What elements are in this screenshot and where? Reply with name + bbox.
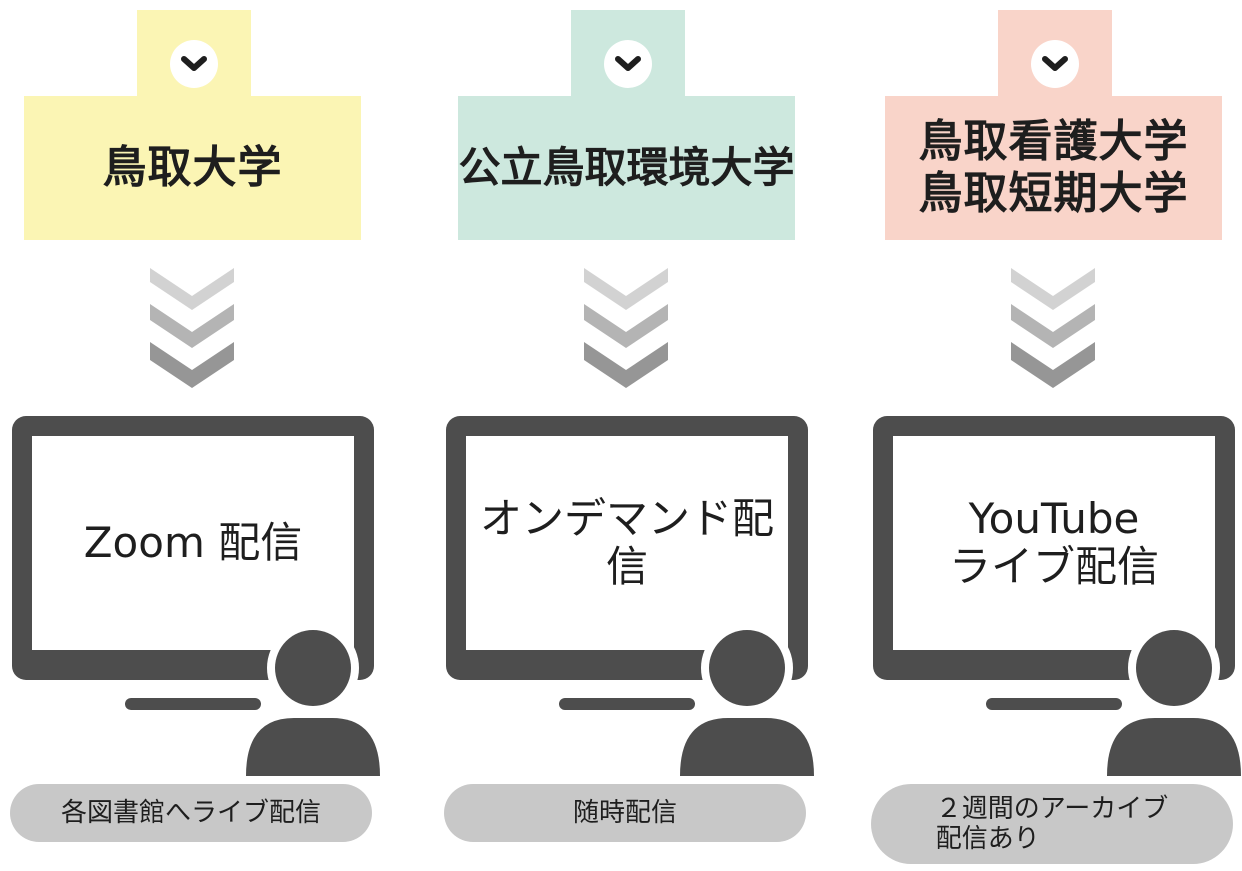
check-icon <box>170 40 218 88</box>
banner: 鳥取看護大学 鳥取短期大学 <box>885 96 1222 240</box>
person-icon <box>1101 626 1242 776</box>
monitor-screen: オンデマンド配信 <box>466 436 788 650</box>
column-tottori-university: 鳥取大学 Zoom 配信 各図書館へライブ配信 <box>0 0 400 871</box>
tag <box>998 10 1112 110</box>
tag <box>137 10 251 110</box>
monitor-screen: Zoom 配信 <box>32 436 354 650</box>
screen-label: オンデマンド配信 <box>479 494 774 591</box>
check-icon <box>1031 40 1079 88</box>
person-icon <box>240 626 386 776</box>
check-icon <box>604 40 652 88</box>
banner: 鳥取大学 <box>24 96 361 240</box>
banner: 公立鳥取環境大学 <box>458 96 795 240</box>
monitor-icon: Zoom 配信 <box>12 416 374 680</box>
triple-chevron-down-icon <box>150 268 234 388</box>
triple-chevron-down-icon <box>584 268 668 388</box>
monitor-stand <box>125 698 261 710</box>
note-pill: ２週間のアーカイブ 配信あり <box>871 784 1233 864</box>
column-tottori-nursing-junior-college: 鳥取看護大学 鳥取短期大学 YouTube ライブ配信 ２週間のアーカイブ 配信… <box>861 0 1242 871</box>
column-tottori-environmental-university: 公立鳥取環境大学 オンデマンド配信 随時配信 <box>434 0 834 871</box>
note-text: 随時配信 <box>572 798 677 828</box>
banner-title: 鳥取大学 <box>102 142 283 193</box>
monitor-stand <box>559 698 695 710</box>
note-text: ２週間のアーカイブ 配信あり <box>935 794 1169 854</box>
triple-chevron-down-icon <box>1011 268 1095 388</box>
screen-label: Zoom 配信 <box>83 518 303 567</box>
banner-title: 鳥取看護大学 鳥取短期大学 <box>918 116 1189 219</box>
monitor-screen: YouTube ライブ配信 <box>893 436 1215 650</box>
screen-label: YouTube ライブ配信 <box>948 494 1159 591</box>
tag <box>571 10 685 110</box>
note-pill: 各図書館へライブ配信 <box>10 784 372 842</box>
note-text: 各図書館へライブ配信 <box>60 798 321 828</box>
note-pill: 随時配信 <box>444 784 806 842</box>
monitor-stand <box>986 698 1122 710</box>
person-icon <box>674 626 820 776</box>
banner-title: 公立鳥取環境大学 <box>458 143 795 192</box>
